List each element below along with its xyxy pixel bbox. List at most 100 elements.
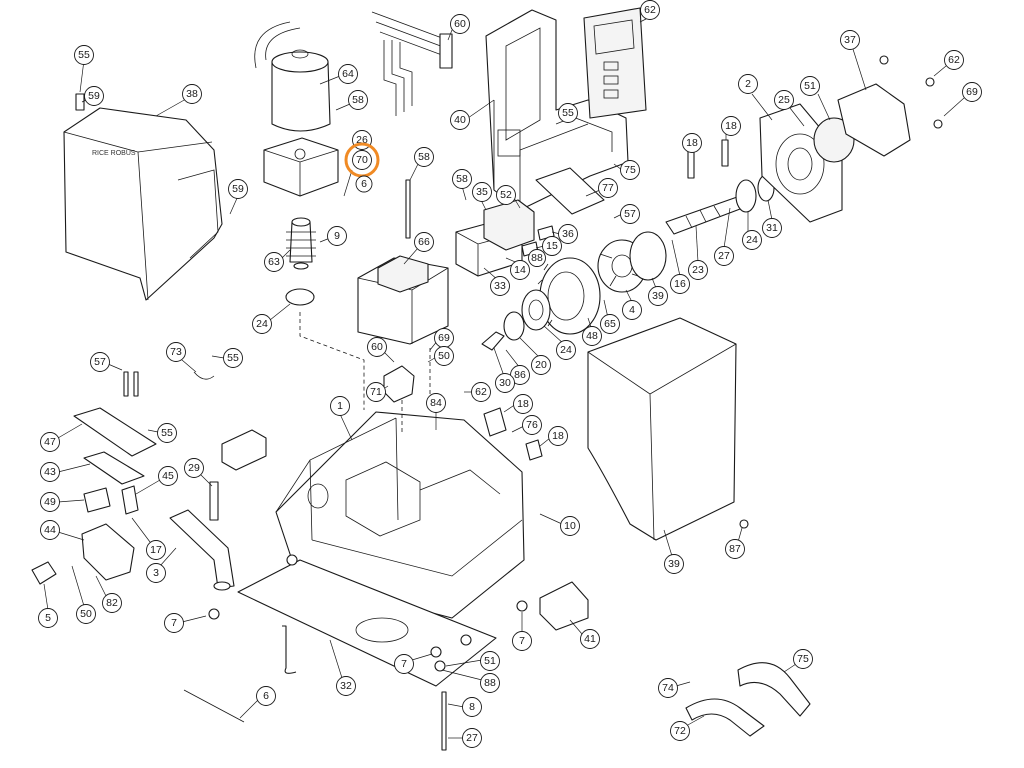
svg-text:62: 62 (948, 54, 960, 66)
part-cap-upper (221, 429, 267, 471)
svg-text:59: 59 (232, 183, 244, 195)
callout-37: 39 (648, 277, 668, 306)
svg-text:24: 24 (746, 234, 758, 246)
callout-42: 55 (74, 45, 94, 93)
part-release-lever (169, 509, 235, 591)
svg-text:55: 55 (161, 427, 173, 439)
svg-text:41: 41 (584, 633, 596, 645)
part-upper-cap (837, 83, 911, 157)
callout-5: 5 (38, 583, 58, 628)
svg-text:40: 40 (454, 114, 466, 126)
svg-text:37: 37 (844, 34, 856, 46)
svg-text:50: 50 (438, 350, 450, 362)
callout-46: 47 (40, 423, 83, 452)
svg-text:7: 7 (171, 617, 177, 629)
callout-75: 73 (166, 342, 197, 373)
svg-text:60: 60 (371, 341, 383, 353)
svg-text:57: 57 (94, 356, 106, 368)
svg-text:2: 2 (745, 78, 751, 90)
svg-text:8: 8 (469, 701, 475, 713)
callout-7a: 7 (512, 612, 532, 651)
svg-text:73: 73 (170, 346, 182, 358)
callout-39: 39 (663, 529, 684, 574)
svg-text:44: 44 (44, 524, 56, 536)
callout-35: 37 (840, 30, 867, 91)
callout-48: 49 (40, 492, 85, 512)
svg-text:87: 87 (729, 543, 741, 555)
svg-text:60: 60 (454, 18, 466, 30)
svg-text:20: 20 (535, 359, 547, 371)
svg-text:23: 23 (692, 264, 704, 276)
part-slide-43 (83, 451, 145, 485)
callout-3: 3 (146, 547, 177, 583)
callout-55b: 55 (211, 348, 243, 368)
svg-text:39: 39 (668, 558, 680, 570)
svg-text:62: 62 (475, 386, 487, 398)
svg-text:27: 27 (718, 250, 730, 262)
svg-text:18: 18 (725, 120, 737, 132)
callout-65: 65 (600, 299, 620, 334)
svg-text:26: 26 (356, 134, 368, 146)
callout-31: 29 (184, 458, 213, 487)
part-motor (254, 21, 339, 197)
svg-text:69: 69 (966, 86, 978, 98)
part-drawings: RICE ROBUS (31, 7, 943, 751)
svg-text:43: 43 (44, 466, 56, 478)
svg-text:58: 58 (352, 94, 364, 106)
svg-text:62: 62 (644, 4, 656, 16)
svg-text:63: 63 (268, 256, 280, 268)
part-coupling-37 (629, 231, 667, 281)
callout-47: 50 (71, 565, 96, 624)
callout-6a: 6 (355, 175, 373, 193)
callout-57: 58 (409, 147, 434, 181)
part-slide-46 (73, 407, 157, 457)
svg-text:18: 18 (686, 137, 698, 149)
callout-4: 4 (622, 289, 642, 320)
svg-text:33: 33 (494, 280, 506, 292)
svg-text:51: 51 (804, 80, 816, 92)
svg-text:27: 27 (466, 732, 478, 744)
svg-text:32: 32 (340, 680, 352, 692)
svg-text:6: 6 (361, 178, 367, 190)
callout-45: 45 (135, 466, 178, 495)
part-cover-left: RICE ROBUS (63, 107, 223, 301)
callout-27: 27 (448, 728, 482, 748)
svg-text:6: 6 (263, 690, 269, 702)
callout-44: 44 (40, 520, 85, 541)
svg-text:7: 7 (519, 635, 525, 647)
part-key-5 (31, 561, 57, 585)
svg-text:9: 9 (334, 230, 340, 242)
part-bearing-24b (735, 179, 757, 213)
svg-text:36: 36 (562, 228, 574, 240)
callout-74: 74 (658, 678, 691, 698)
svg-text:45: 45 (162, 470, 174, 482)
svg-text:72: 72 (674, 725, 686, 737)
svg-text:48: 48 (586, 330, 598, 342)
callout-68: 63 (264, 249, 291, 272)
callout-34: 35 (472, 182, 492, 211)
part-rectifier-71 (383, 365, 415, 403)
svg-text:51: 51 (484, 655, 496, 667)
svg-text:30: 30 (499, 377, 511, 389)
part-base-housing (275, 411, 525, 619)
part-bearing-24 (521, 289, 551, 331)
callout-50: 50 (427, 346, 454, 366)
callout-16: 16 (670, 239, 690, 294)
part-clip-75 (193, 371, 215, 380)
callout-21: 18 (721, 116, 741, 140)
callout-85: 86 (505, 349, 530, 385)
callout-55c: 55 (147, 423, 177, 443)
svg-text:66: 66 (418, 236, 430, 248)
svg-text:5: 5 (45, 612, 51, 624)
callout-86: 88 (441, 669, 500, 693)
part-worm-shaft (665, 195, 749, 235)
svg-text:50: 50 (80, 608, 92, 620)
callout-84: 77 (585, 178, 618, 198)
svg-text:15: 15 (546, 240, 558, 252)
callout-24b: 24 (543, 325, 576, 360)
svg-text:55: 55 (562, 107, 574, 119)
svg-text:76: 76 (526, 419, 538, 431)
callout-58: 58 (335, 90, 368, 111)
callouts: 55 59 38 59 64 58 26 70 6 9 63 24 60 62 … (38, 0, 982, 748)
